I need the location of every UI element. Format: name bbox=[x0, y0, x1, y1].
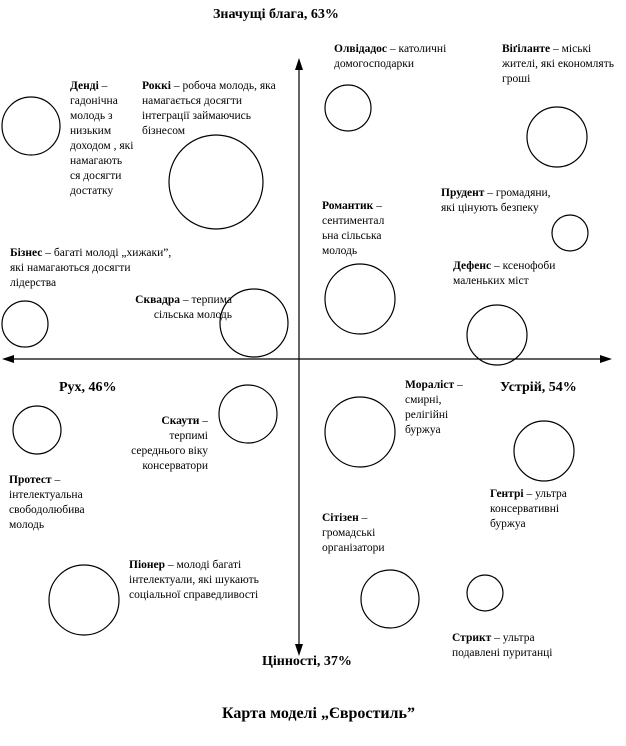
circle-vigilante bbox=[526, 106, 588, 168]
segment-label-protest: Протест – інтелектуальна свободолюбива м… bbox=[9, 474, 85, 531]
circle-defens bbox=[466, 304, 528, 366]
circle-romantyk bbox=[324, 263, 396, 335]
circle-sitizen bbox=[360, 569, 420, 629]
segment-label-olvidados: Олвідадос – католичні домогосподарки bbox=[334, 43, 447, 70]
segment-label-prudent: Прудент – громадяни, які цінують безпеку bbox=[441, 187, 551, 214]
segment-label-biznes: Бізнес – багаті молоді „хижаки”, які нам… bbox=[10, 247, 172, 289]
circle-dendi bbox=[1, 96, 61, 156]
arrow-up-icon bbox=[295, 58, 303, 70]
segment-label-gentri: Гентрі – ультра консервативні буржуа bbox=[490, 488, 567, 530]
arrow-left-icon bbox=[2, 355, 14, 363]
segment-label-romantyk: Романтик – сентиментал ьна сільська моло… bbox=[322, 200, 385, 257]
circle-biznes bbox=[1, 300, 49, 348]
circle-rokki bbox=[168, 134, 264, 230]
segment-label-skauty: Скаути – терпимі середнього віку консерв… bbox=[131, 415, 208, 472]
segment-label-sitizen: Сітізен – громадські організатори bbox=[322, 512, 385, 554]
circle-olvidados bbox=[324, 84, 372, 132]
circle-pioner bbox=[48, 564, 120, 636]
axis-left-label: Рух, 46% bbox=[59, 380, 117, 395]
circle-moralist bbox=[324, 396, 396, 468]
circle-prudent bbox=[551, 214, 589, 252]
circle-stryкt bbox=[466, 574, 504, 612]
segment-label-stryкt: Стрикт – ультра подавлені пуританці bbox=[452, 632, 553, 659]
segment-label-vigilante: Віґіланте – міські жителі, які економлят… bbox=[502, 43, 614, 85]
axis-right-label: Устрій, 54% bbox=[500, 380, 577, 395]
segment-label-rokki: Роккі – робоча молодь, яка намагається д… bbox=[142, 80, 276, 137]
segment-label-skvadra: Сквадра – терпима сільська молодь bbox=[135, 294, 232, 321]
segment-label-dendi: Денді – гадонічна молодь з низьким доход… bbox=[70, 80, 134, 197]
segment-label-moralist: Мораліст – смирні, релігійні буржуа bbox=[405, 379, 463, 436]
axis-top-label: Значущі блага, 63% bbox=[213, 7, 339, 22]
segment-label-defens: Дефенс – ксенофоби маленьких міст bbox=[453, 260, 556, 287]
circle-gentri bbox=[513, 420, 575, 482]
diagram-caption: Карта моделі „Євростиль” bbox=[222, 705, 415, 722]
circle-protest bbox=[12, 405, 62, 455]
arrow-down-icon bbox=[295, 644, 303, 656]
circle-skauty bbox=[218, 384, 278, 444]
axis-bottom-label: Цінності, 37% bbox=[262, 654, 352, 669]
segment-label-pioner: Піонер – молоді багаті інтелектуали, які… bbox=[129, 559, 259, 601]
arrow-right-icon bbox=[600, 355, 612, 363]
circle-skvadra bbox=[219, 288, 289, 358]
